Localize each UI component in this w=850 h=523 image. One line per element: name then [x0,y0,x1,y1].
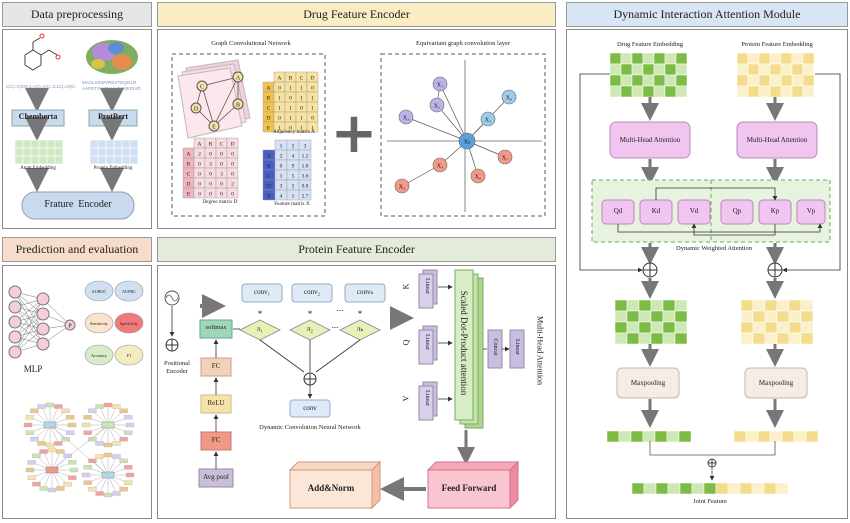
protein-embedding-label: Protein Feature Embedding [741,41,813,48]
maxpool-right-label: Maxpooling [758,379,794,387]
qd-label: Qd [613,207,623,215]
v-label: V [401,395,411,402]
relu-label: ReLU [207,399,225,407]
pi2-label: π₂ [307,325,313,333]
kp-label: Kp [770,207,780,215]
k-label: K [401,283,411,290]
sdpa-label: Scaled Dot-Product attention [459,290,469,396]
header-prediction: Prediction and evaluation [2,237,152,262]
avgpool-label: Avg pool [203,473,229,481]
star-1: * [257,309,263,319]
adjacency-caption: Adjacency matrix A [273,129,315,135]
pik-label: πₖ [356,325,364,333]
vp-label: Vp [806,207,816,215]
conv-out-label: conv [303,404,317,412]
atom-embedding-label: Atom Embedding [20,166,56,171]
ellipsis-mid: ... [331,320,339,330]
linear-q-label: Linear [424,334,430,350]
smiles-text: CC(=O)OC1=CC=CC=C1C(=O)O [6,84,75,89]
gcn-title: Graph Convolutional Network [211,40,291,47]
panel-dynamic-interaction [566,29,848,519]
egcl-title: Equivariant graph convolution layer [415,40,511,47]
vd-label: Vd [689,207,699,215]
linear-out-label: Linear [514,339,520,355]
add-norm-label: Add&Norm [307,483,355,493]
mlp-label: MLP [23,364,43,374]
sequence-text-1: MAALSKWVRKVTEQGLR [82,80,137,85]
weighted-attention-label: Dynamic Weighted Attention [676,245,752,252]
conv1-label: conv₁ [253,288,271,296]
mha-vertical-label: Multi-Head Attention [535,315,545,386]
fc-bottom-label: FC [211,436,221,444]
drug-embedding-label: Drug Feature Embedding [616,41,684,48]
feed-forward-label: Feed Forward [441,483,497,493]
positional-label: Positional Encoder [163,360,190,375]
linear-k-label: Linear [424,278,430,294]
header-dynamic-interaction: Dynamic Interaction Attention Module [566,2,848,27]
protbert-label: ProtBert [97,112,129,121]
ellipsis-top: ... [336,303,344,313]
header-data-preprocessing: Data preprocessing [2,2,152,27]
star-k: * [357,309,363,319]
chemberta-label: Chemberta [18,112,58,121]
joint-feature-label: Joint Feature [693,498,727,505]
sequence-text-2: AAPETSLVRLVAGGSKEIVD [82,86,141,91]
star-2: * [307,309,313,319]
q-label: Q [401,339,411,346]
kd-label: Kd [651,207,661,215]
dcnn-label: Dynamic Convolution Neural Network [259,424,361,431]
fc-top-label: FC [211,362,221,370]
degree-caption: Degree matrix D [202,199,238,205]
softmax-label: softmax [205,324,227,331]
pi1-label: π₁ [257,325,263,333]
concat-label: Concat [492,338,498,356]
conv2-label: conv₂ [303,288,321,296]
header-protein-feature-encoder: Protein Feature Encoder [157,237,556,262]
panel-prediction [2,265,152,519]
mha-left-label: Multi-Head Attention [619,136,681,144]
mha-right-label: Multi-Head Attention [746,136,808,144]
header-drug-feature-encoder: Drug Feature Encoder [157,2,556,27]
convk-label: convₖ [356,288,374,296]
linear-v-label: Linear [424,390,430,406]
protein-embedding-label: Protein Embedding [93,166,133,171]
feature-encoder-label: Frature Encoder [44,199,112,210]
plus-icon: + [330,101,378,166]
qp-label: Qp [732,207,742,215]
feature-caption: Feature matrix X [274,201,310,207]
maxpool-left-label: Maxpooling [630,379,666,387]
